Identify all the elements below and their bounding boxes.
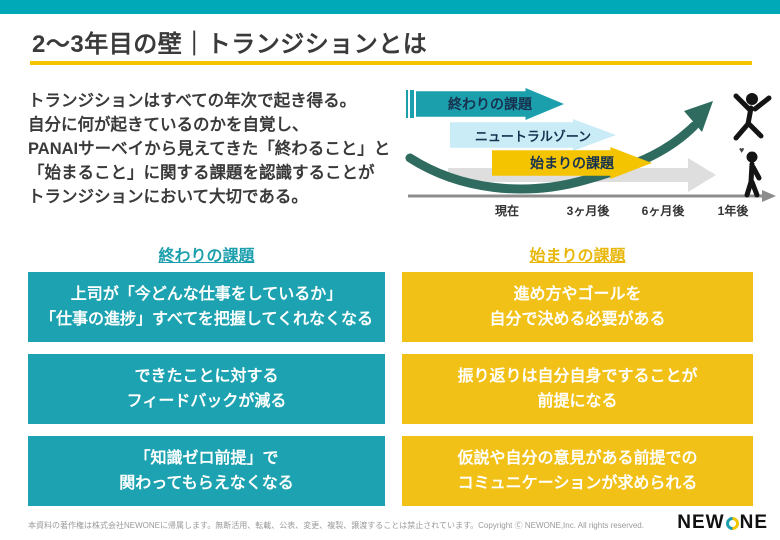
card-line: 「仕事の進捗」すべてを把握してくれなくなる	[40, 311, 373, 328]
column-header-ending: 終わりの課題	[158, 248, 255, 265]
intro-line: トランジションはすべての年次で起き得る。	[28, 92, 357, 110]
card-line: フィードバックが減る	[126, 393, 287, 410]
beginning-issue-card: 仮説や自分の意見がある前提での コミュニケーションが求められる	[402, 436, 753, 506]
column-header-beginning: 始まりの課題	[529, 248, 626, 265]
title-underline	[30, 61, 752, 65]
card-line: 上司が「今どんな仕事をしているか」	[70, 286, 343, 303]
heart-icon: ♥	[739, 145, 744, 155]
ending-issue-card: 上司が「今どんな仕事をしているか」 「仕事の進捗」すべてを把握してくれなくなる	[28, 272, 385, 342]
timeline-label-6months: 6ヶ月後	[641, 204, 685, 218]
intro-paragraph: トランジションはすべての年次で起き得る。 自分に何が起きているのかを自覚し、 P…	[28, 89, 420, 209]
intro-line: PANAIサーベイから見えてきた「終わること」と	[28, 140, 391, 158]
ending-issue-card: できたことに対する フィードバックが減る	[28, 354, 385, 424]
card-line: 関わってもらえなくなる	[119, 475, 294, 492]
transition-diagram: ♥ 終わりの課題 ニュートラルゾーン 始まりの課題 現在 3ヶ月後 6ヶ月後 1…	[400, 84, 778, 230]
card-line: 進め方やゴールを	[513, 286, 642, 303]
decorative-bar-icon	[410, 90, 414, 118]
column-beginning-issues: 始まりの課題 進め方やゴールを 自分で決める必要がある 振り返りは自分自身でする…	[402, 242, 753, 518]
card-line: 振り返りは自分自身ですることが	[457, 368, 698, 385]
copyright-text: 本資料の著作権は株式会社NEWONEに帰属します。無断活用、転載、公表、変更、複…	[28, 521, 644, 530]
page-title: 2〜3年目の壁｜トランジションとは	[32, 31, 428, 58]
card-line: 仮説や自分の意見がある前提での	[457, 450, 698, 467]
logo-o-ring-icon	[722, 513, 742, 533]
banner-label: 始まりの課題	[529, 155, 614, 171]
celebrating-person-icon	[733, 93, 772, 141]
card-line: できたことに対する	[134, 368, 279, 385]
timeline-label-now: 現在	[494, 204, 520, 218]
card-line: 前提になる	[537, 393, 618, 410]
logo-text-right: NE	[739, 512, 768, 533]
card-line: コミュニケーションが求められる	[457, 475, 698, 492]
logo-text-left: NEW	[677, 512, 725, 533]
intro-line: 自分に何が起きているのかを自覚し、	[28, 116, 309, 134]
timeline-label-3months: 3ヶ月後	[566, 204, 610, 218]
newone-logo: NEW NE	[677, 512, 768, 534]
intro-line: トランジションにおいて大切である。	[28, 188, 308, 206]
intro-line: 「始まること」に関する課題を認識することが	[28, 164, 375, 182]
card-line: 自分で決める必要がある	[489, 311, 666, 328]
timeline-label-1year: 1年後	[717, 204, 749, 218]
transition-curve-arrow	[405, 101, 713, 194]
time-axis	[408, 190, 776, 202]
column-ending-issues: 終わりの課題 上司が「今どんな仕事をしているか」 「仕事の進捗」すべてを把握して…	[28, 242, 385, 518]
top-accent-bar	[0, 0, 780, 14]
banner-label: 終わりの課題	[447, 96, 532, 112]
beginning-issue-card: 振り返りは自分自身ですることが 前提になる	[402, 354, 753, 424]
card-line: 「知識ゼロ前提」で	[134, 450, 279, 467]
banner-label: ニュートラルゾーン	[474, 128, 592, 144]
beginning-issue-card: 進め方やゴールを 自分で決める必要がある	[402, 272, 753, 342]
ending-issue-card: 「知識ゼロ前提」で 関わってもらえなくなる	[28, 436, 385, 506]
standing-person-icon	[744, 151, 762, 198]
decorative-bar-icon	[406, 90, 408, 118]
